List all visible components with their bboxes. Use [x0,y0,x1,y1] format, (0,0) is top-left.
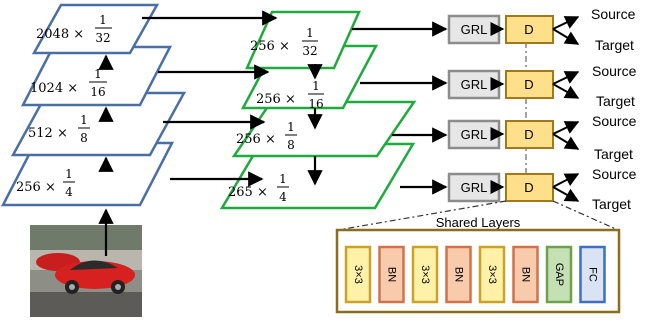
backbone-label-1-num: 1 [99,13,107,27]
discriminator-box [505,173,554,202]
shared-layers-title: Shared Layers [436,215,521,230]
layer-label-bn: BN [386,267,398,282]
layer-block-gap [545,245,573,304]
zoom-lines [337,200,619,231]
fpn-label-1-prefix: 256 × [250,39,290,54]
layer-label-gap: GAP [553,263,565,286]
backbone-label-1-prefix: 2048 × [36,27,84,42]
backbone-label-4-num: 1 [65,167,73,181]
fpn-label-3: 256 × 1 8 [236,120,297,152]
head-1: GRL D Source Target [447,6,636,53]
layer-block-conv [411,245,439,304]
fpn-label-3-prefix: 256 × [236,132,276,147]
layer-label-conv: 3×3 [352,265,364,284]
fpn-label-1-num: 1 [306,26,314,40]
discriminator-label: D [524,22,533,37]
layer-label-conv: 3×3 [486,265,498,284]
backbone-label-1: 2048 × 1 32 [36,13,112,45]
fpn-label-4-num: 1 [279,172,287,186]
grl-label: GRL [461,77,488,92]
backbone-label-4-prefix: 256 × [16,180,56,195]
source-label: Source [592,63,637,79]
fpn-label-2: 256 × 1 16 [256,79,324,111]
target-label: Target [592,196,631,212]
backbone-level-4 [0,141,175,207]
target-label: Target [596,93,635,109]
backbone-label-1-den: 32 [95,31,110,45]
backbone-label-2-num: 1 [94,67,102,81]
fpn-label-1: 256 × 1 32 [250,26,318,58]
input-image [30,225,142,317]
backbone-label-3: 512 × 1 8 [28,113,90,145]
fpn-label-2-den: 16 [308,97,323,111]
grl-label: GRL [461,180,488,195]
backbone-label-4-den: 4 [65,185,73,199]
backbone-level-1 [31,3,160,55]
fpn-label-2-prefix: 256 × [256,92,296,107]
discriminator-label: D [524,127,533,142]
backbone-label-3-prefix: 512 × [28,126,68,141]
head-4: GRL D Source Target [447,166,637,212]
fpn-level-1 [245,10,361,70]
backbone-label-3-num: 1 [80,113,88,127]
layer-block-conv [344,245,372,304]
lateral-arrows [142,10,278,187]
discriminator-box [505,120,554,149]
fpn-label-4: 265 × 1 4 [228,172,289,204]
layer-label-bn: BN [520,267,532,282]
fpn-label-4-den: 4 [279,190,287,204]
layer-block-fc [579,245,606,304]
backbone-level-2 [20,45,173,107]
backbone-label-3-den: 8 [80,131,88,145]
source-label: Source [592,166,637,182]
target-label: Target [594,146,633,162]
source-label: Source [591,6,636,22]
shared-layers-panel: Shared Layers 3×3 BN 3×3 BN 3×3 BN GAP FC [335,215,621,314]
backbone-label-2-den: 16 [90,85,105,99]
discriminator-label: D [524,77,533,92]
layer-block-bn [378,245,405,304]
backbone-pyramid: 2048 × 1 32 1024 × 1 16 512 × 1 8 256 × … [0,3,187,207]
head-3: GRL D Source Target [447,113,637,162]
layer-block-bn [445,245,472,304]
layer-label-fc: FC [587,267,599,282]
discriminator-label: D [524,180,533,195]
target-label: Target [595,37,634,53]
fpn-to-grl-arrows [352,21,448,195]
backbone-label-2-prefix: 1024 × [30,81,78,96]
layer-block-conv [478,245,506,304]
fpn-label-2-num: 1 [312,79,320,93]
fpn-label-1-den: 32 [302,44,317,58]
grl-label: GRL [461,127,488,142]
layer-label-conv: 3×3 [419,265,431,284]
shared-layers-blocks: 3×3 BN 3×3 BN 3×3 BN GAP FC [344,245,606,304]
layer-block-bn [512,245,539,304]
grl-label: GRL [461,22,488,37]
fpn-label-3-num: 1 [287,120,295,134]
source-label: Source [592,113,637,129]
backbone-label-4: 256 × 1 4 [16,167,75,199]
head-2: GRL D Source Target [447,63,637,109]
fpn-label-4-prefix: 265 × [228,185,268,200]
layer-label-bn: BN [453,267,465,282]
backbone-level-3 [10,91,187,157]
fpn-label-3-den: 8 [287,138,295,152]
backbone-label-2: 1024 × 1 16 [30,67,107,99]
